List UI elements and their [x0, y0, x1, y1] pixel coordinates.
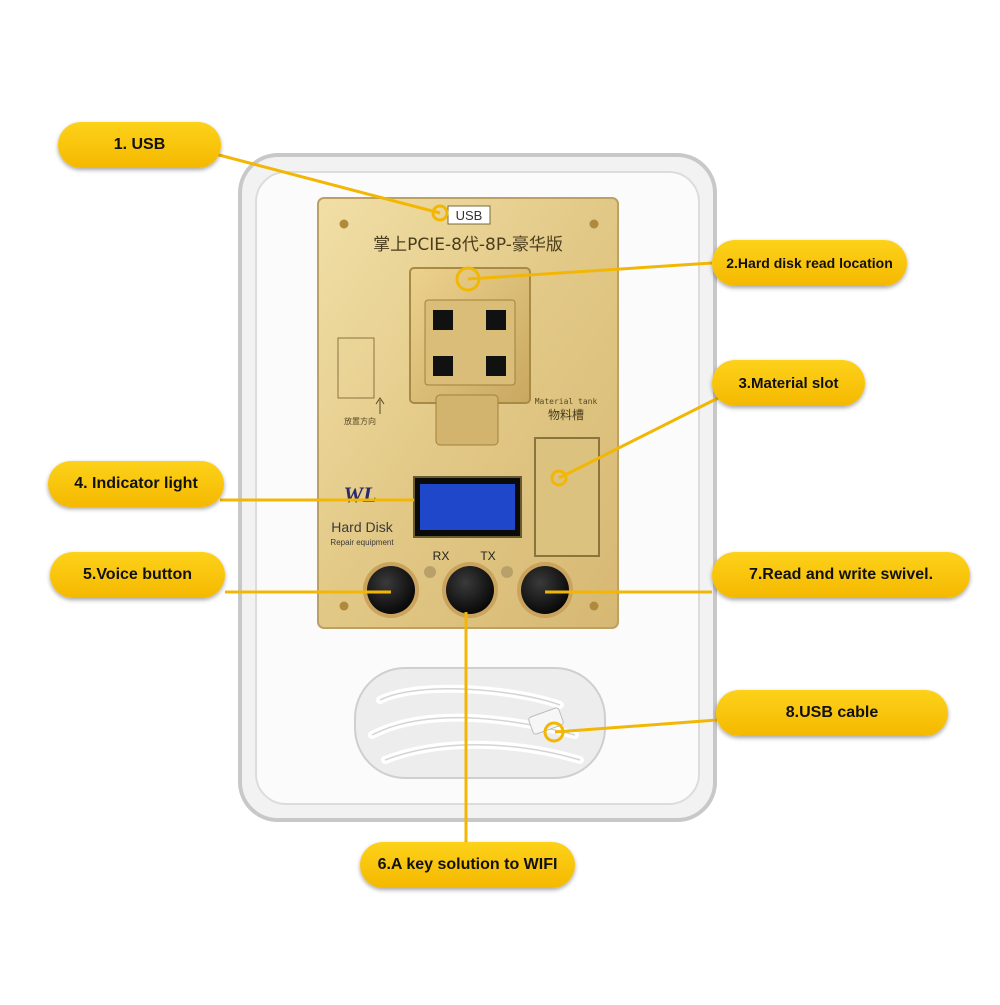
- model-title: 掌上PCIE-8代-8P-豪华版: [373, 234, 563, 255]
- leader-lines: [199, 148, 735, 848]
- indicator-light: [420, 484, 515, 530]
- svg-text:Hard Disk: Hard Disk: [331, 519, 393, 535]
- voice-button: [367, 566, 415, 614]
- read-write-swivel: [521, 566, 569, 614]
- svg-text:Repair equipment: Repair equipment: [330, 538, 394, 547]
- svg-text:物料槽: 物料槽: [548, 408, 584, 422]
- svg-text:放置方向: 放置方向: [344, 416, 376, 426]
- callout-usb-cable: 8.USB cable: [716, 690, 948, 736]
- rx-label: RX: [433, 549, 450, 563]
- svg-text:Material tank: Material tank: [535, 397, 598, 406]
- material-slot: [534, 437, 600, 557]
- target-circles: [431, 204, 568, 743]
- usb-port-label: USB: [456, 208, 483, 223]
- callout-material-slot: 3.Material slot: [712, 360, 865, 406]
- placement-grid: [337, 337, 375, 399]
- callout-usb: 1. USB: [58, 122, 221, 168]
- brand-logo: WL: [344, 482, 377, 507]
- callout-wifi-key: 6.A key solution to WIFI: [360, 842, 575, 888]
- callout-hdd-location: 2.Hard disk read location: [712, 240, 907, 286]
- wifi-button: [446, 566, 494, 614]
- tx-label: TX: [480, 549, 495, 563]
- callout-read-write-swivel: 7.Read and write swivel.: [712, 552, 970, 598]
- socket-latch: [435, 394, 499, 446]
- callout-indicator-light: 4. Indicator light: [48, 461, 224, 507]
- callout-voice-button: 5.Voice button: [50, 552, 225, 598]
